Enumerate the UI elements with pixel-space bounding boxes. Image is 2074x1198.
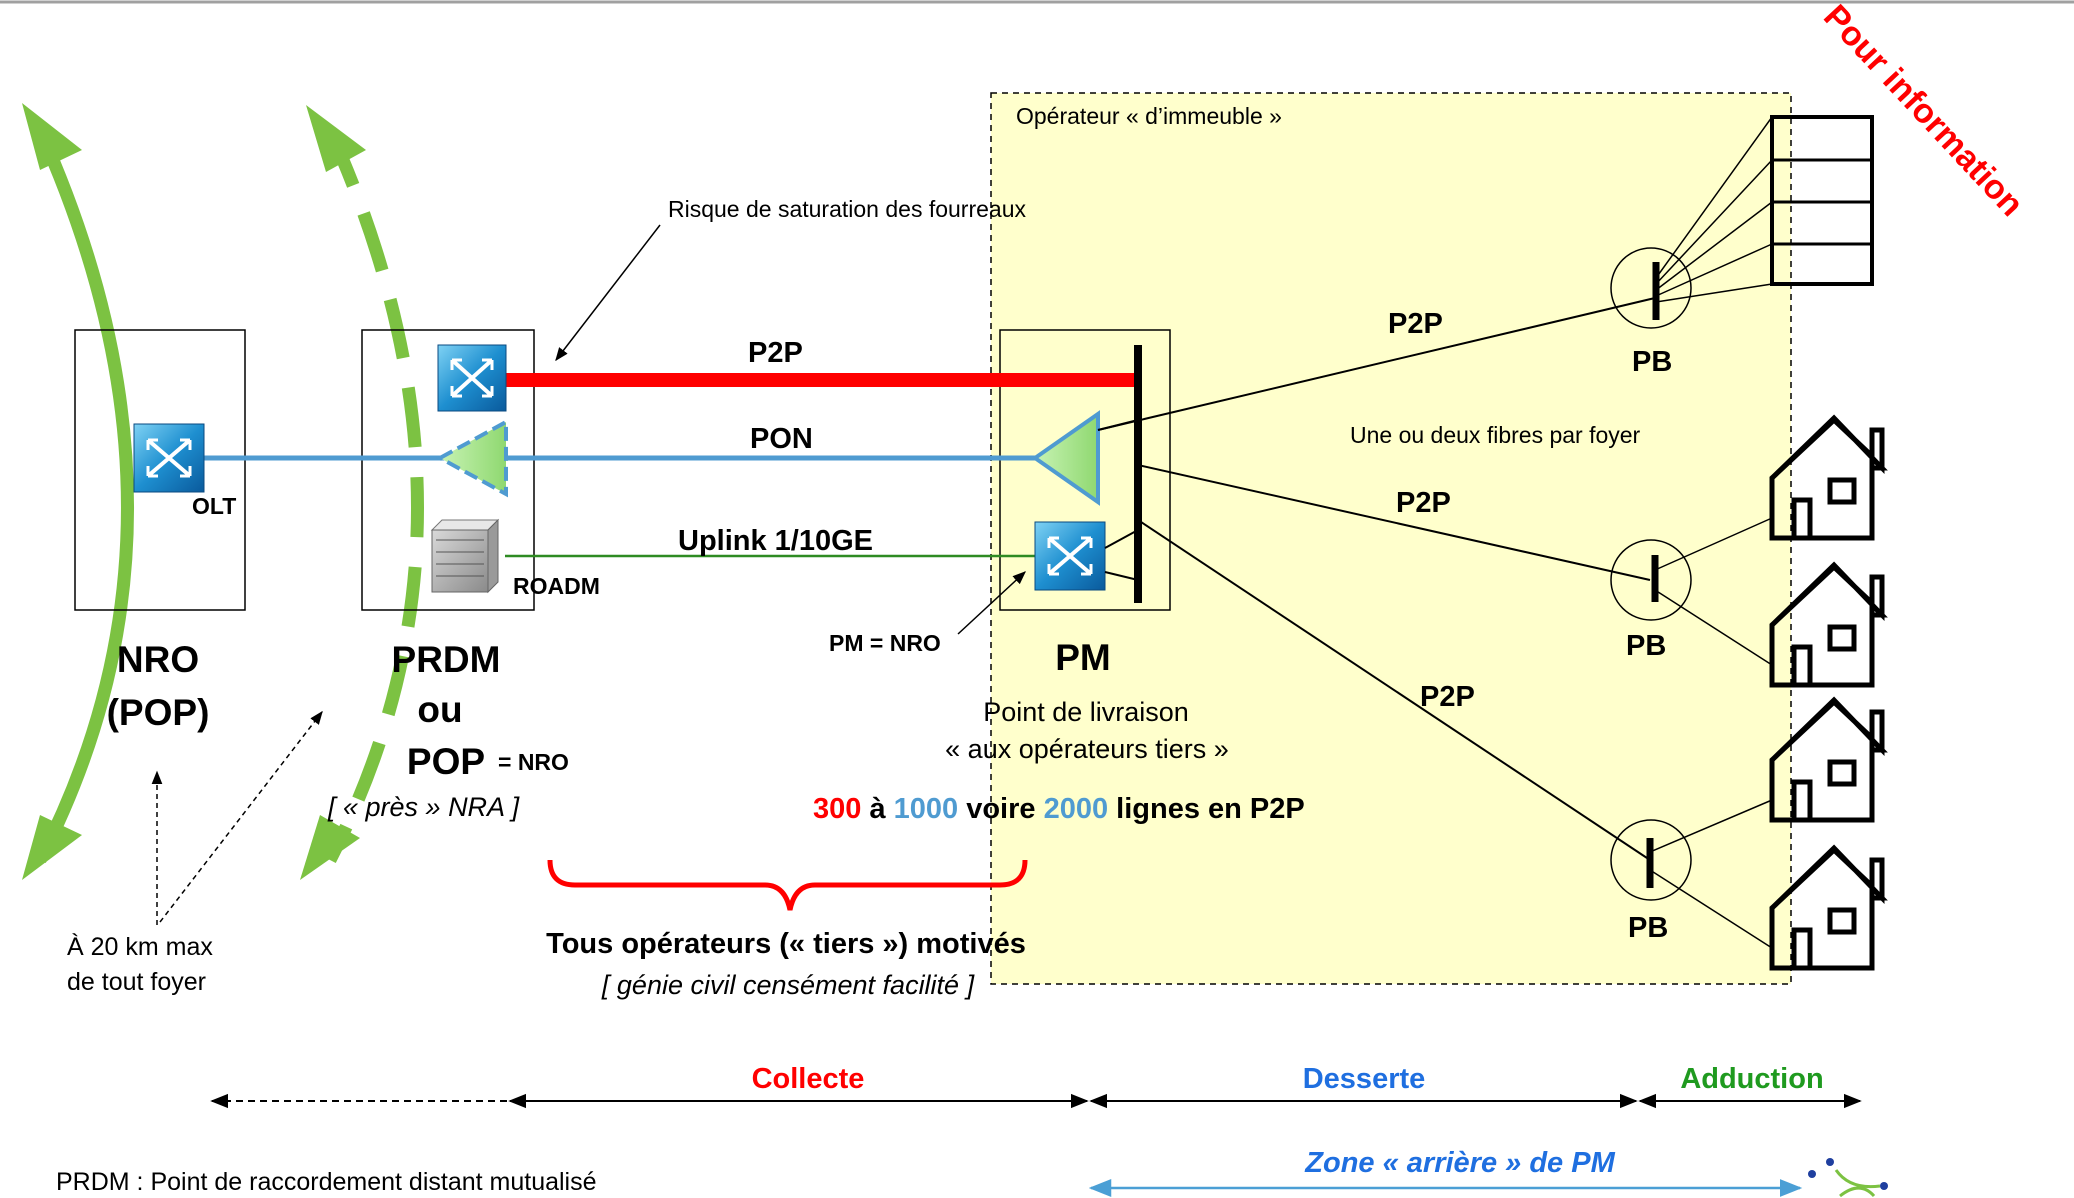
pm-splitter-icon: [1031, 410, 1100, 506]
building-fibre-3: [1655, 201, 1773, 291]
collecte-label: Collecte: [752, 1063, 865, 1095]
prdm-box: [361, 329, 535, 611]
pm-bar-link-2: [1104, 529, 1139, 549]
prdm-note: [ « près » NRA ]: [327, 792, 521, 822]
apartment-building-icon: [1770, 115, 1874, 286]
drop-link-1: [1097, 297, 1656, 431]
pb1-label: PB: [1632, 346, 1672, 378]
pb3-circle: [1610, 819, 1692, 901]
lines-count-min: 300: [813, 793, 861, 825]
house-icon: [1769, 414, 1888, 541]
brace-subtitle: [ génie civil censément facilité ]: [601, 970, 976, 1000]
nro-range-arc: [34, 127, 134, 863]
distance-arrow-diag: [159, 710, 323, 923]
distance-note-line2: de tout foyer: [67, 968, 206, 996]
prdm-switch-icon: [437, 344, 507, 412]
building-fibre-4: [1655, 243, 1773, 297]
prdm-suffix: = NRO: [498, 749, 569, 775]
pb1-circle: [1610, 247, 1692, 329]
nro-arc-arrowhead-bottom: [22, 815, 82, 880]
saturation-arrow: [555, 224, 661, 362]
pour-information-stamp: Pour information: [1816, 0, 2031, 224]
operator-zone-label: Opérateur « d’immeuble »: [1016, 103, 1282, 129]
lines-count-a: à: [861, 793, 893, 825]
house-drop-4: [1649, 869, 1773, 949]
drop-link-3: [1137, 519, 1651, 861]
zone-arriere-label: Zone « arrière » de PM: [1304, 1147, 1615, 1179]
lines-count-mid: 1000: [894, 793, 959, 825]
prdm-label-line1: PRDM: [392, 639, 501, 680]
pm-eq-nro-arrow: [957, 571, 1026, 635]
house-icon: [1769, 696, 1888, 823]
drop1-label: P2P: [1388, 308, 1443, 340]
pb2-label: PB: [1626, 630, 1666, 662]
nro-label-line2: (POP): [107, 692, 210, 733]
pm-bar-link-3: [1104, 571, 1139, 581]
desserte-label: Desserte: [1303, 1063, 1426, 1095]
drop-link-2: [1137, 464, 1651, 581]
nro-box: [74, 329, 246, 611]
saturation-note: Risque de saturation des fourreaux: [668, 196, 1026, 222]
pm-desc-line2: « aux opérateurs tiers »: [945, 734, 1229, 764]
building-fibre-1: [1655, 116, 1773, 279]
footnote: PRDM : Point de raccordement distant mut…: [56, 1168, 597, 1196]
prdm-range-arc: [324, 127, 424, 863]
lines-count-suffix: lignes en P2P: [1108, 793, 1305, 825]
prdm-label-line2: ou: [417, 689, 462, 730]
house-drop-2: [1654, 589, 1773, 666]
pm-label: PM: [1055, 637, 1111, 678]
collecte-brace: [547, 859, 1028, 911]
drop2-label: P2P: [1396, 487, 1451, 519]
building-fibre-2: [1655, 159, 1773, 285]
pb3-label: PB: [1628, 912, 1668, 944]
brace-title: Tous opérateurs (« tiers ») motivés: [546, 928, 1026, 960]
house-icon: [1769, 561, 1888, 688]
p2p-label: P2P: [748, 337, 803, 369]
house-drop-3: [1649, 799, 1773, 853]
operator-zone: [990, 92, 1792, 985]
adduction-label: Adduction: [1680, 1063, 1823, 1095]
pon-label: PON: [750, 423, 813, 455]
drop3-label: P2P: [1420, 681, 1475, 713]
prdm-splitter-icon: [435, 418, 508, 498]
house-drop-1: [1654, 517, 1773, 571]
roadm-icon: [430, 518, 500, 594]
prdm-label-line3: POP: [407, 741, 485, 782]
lines-count-voire: voire: [958, 793, 1043, 825]
house-icon: [1769, 844, 1888, 971]
uplink-label: Uplink 1/10GE: [678, 525, 873, 557]
olt-label: OLT: [192, 493, 236, 519]
prdm-arc-arrowhead-bottom: [300, 815, 360, 880]
lines-count-max: 2000: [1044, 793, 1109, 825]
nro-label-line1: NRO: [117, 639, 199, 680]
corner-logo: [1808, 1158, 1888, 1198]
distance-note-line1: À 20 km max: [67, 932, 213, 961]
pm-desc-line1: Point de livraison: [983, 697, 1189, 727]
building-fibre-5: [1655, 283, 1773, 303]
nro-switch-icon: [133, 423, 205, 493]
roadm-label: ROADM: [513, 573, 600, 599]
pm-switch-icon: [1034, 521, 1106, 591]
nro-arc-arrowhead-top: [22, 103, 82, 170]
pm-box: [999, 329, 1171, 611]
prdm-arc-arrowhead-top: [306, 105, 366, 172]
pm-eq-nro-label: PM = NRO: [829, 630, 941, 656]
fibres-note: Une ou deux fibres par foyer: [1350, 422, 1641, 448]
pb2-circle: [1610, 539, 1692, 621]
lines-count: 300 à 1000 voire 2000 lignes en P2P: [813, 793, 1305, 825]
